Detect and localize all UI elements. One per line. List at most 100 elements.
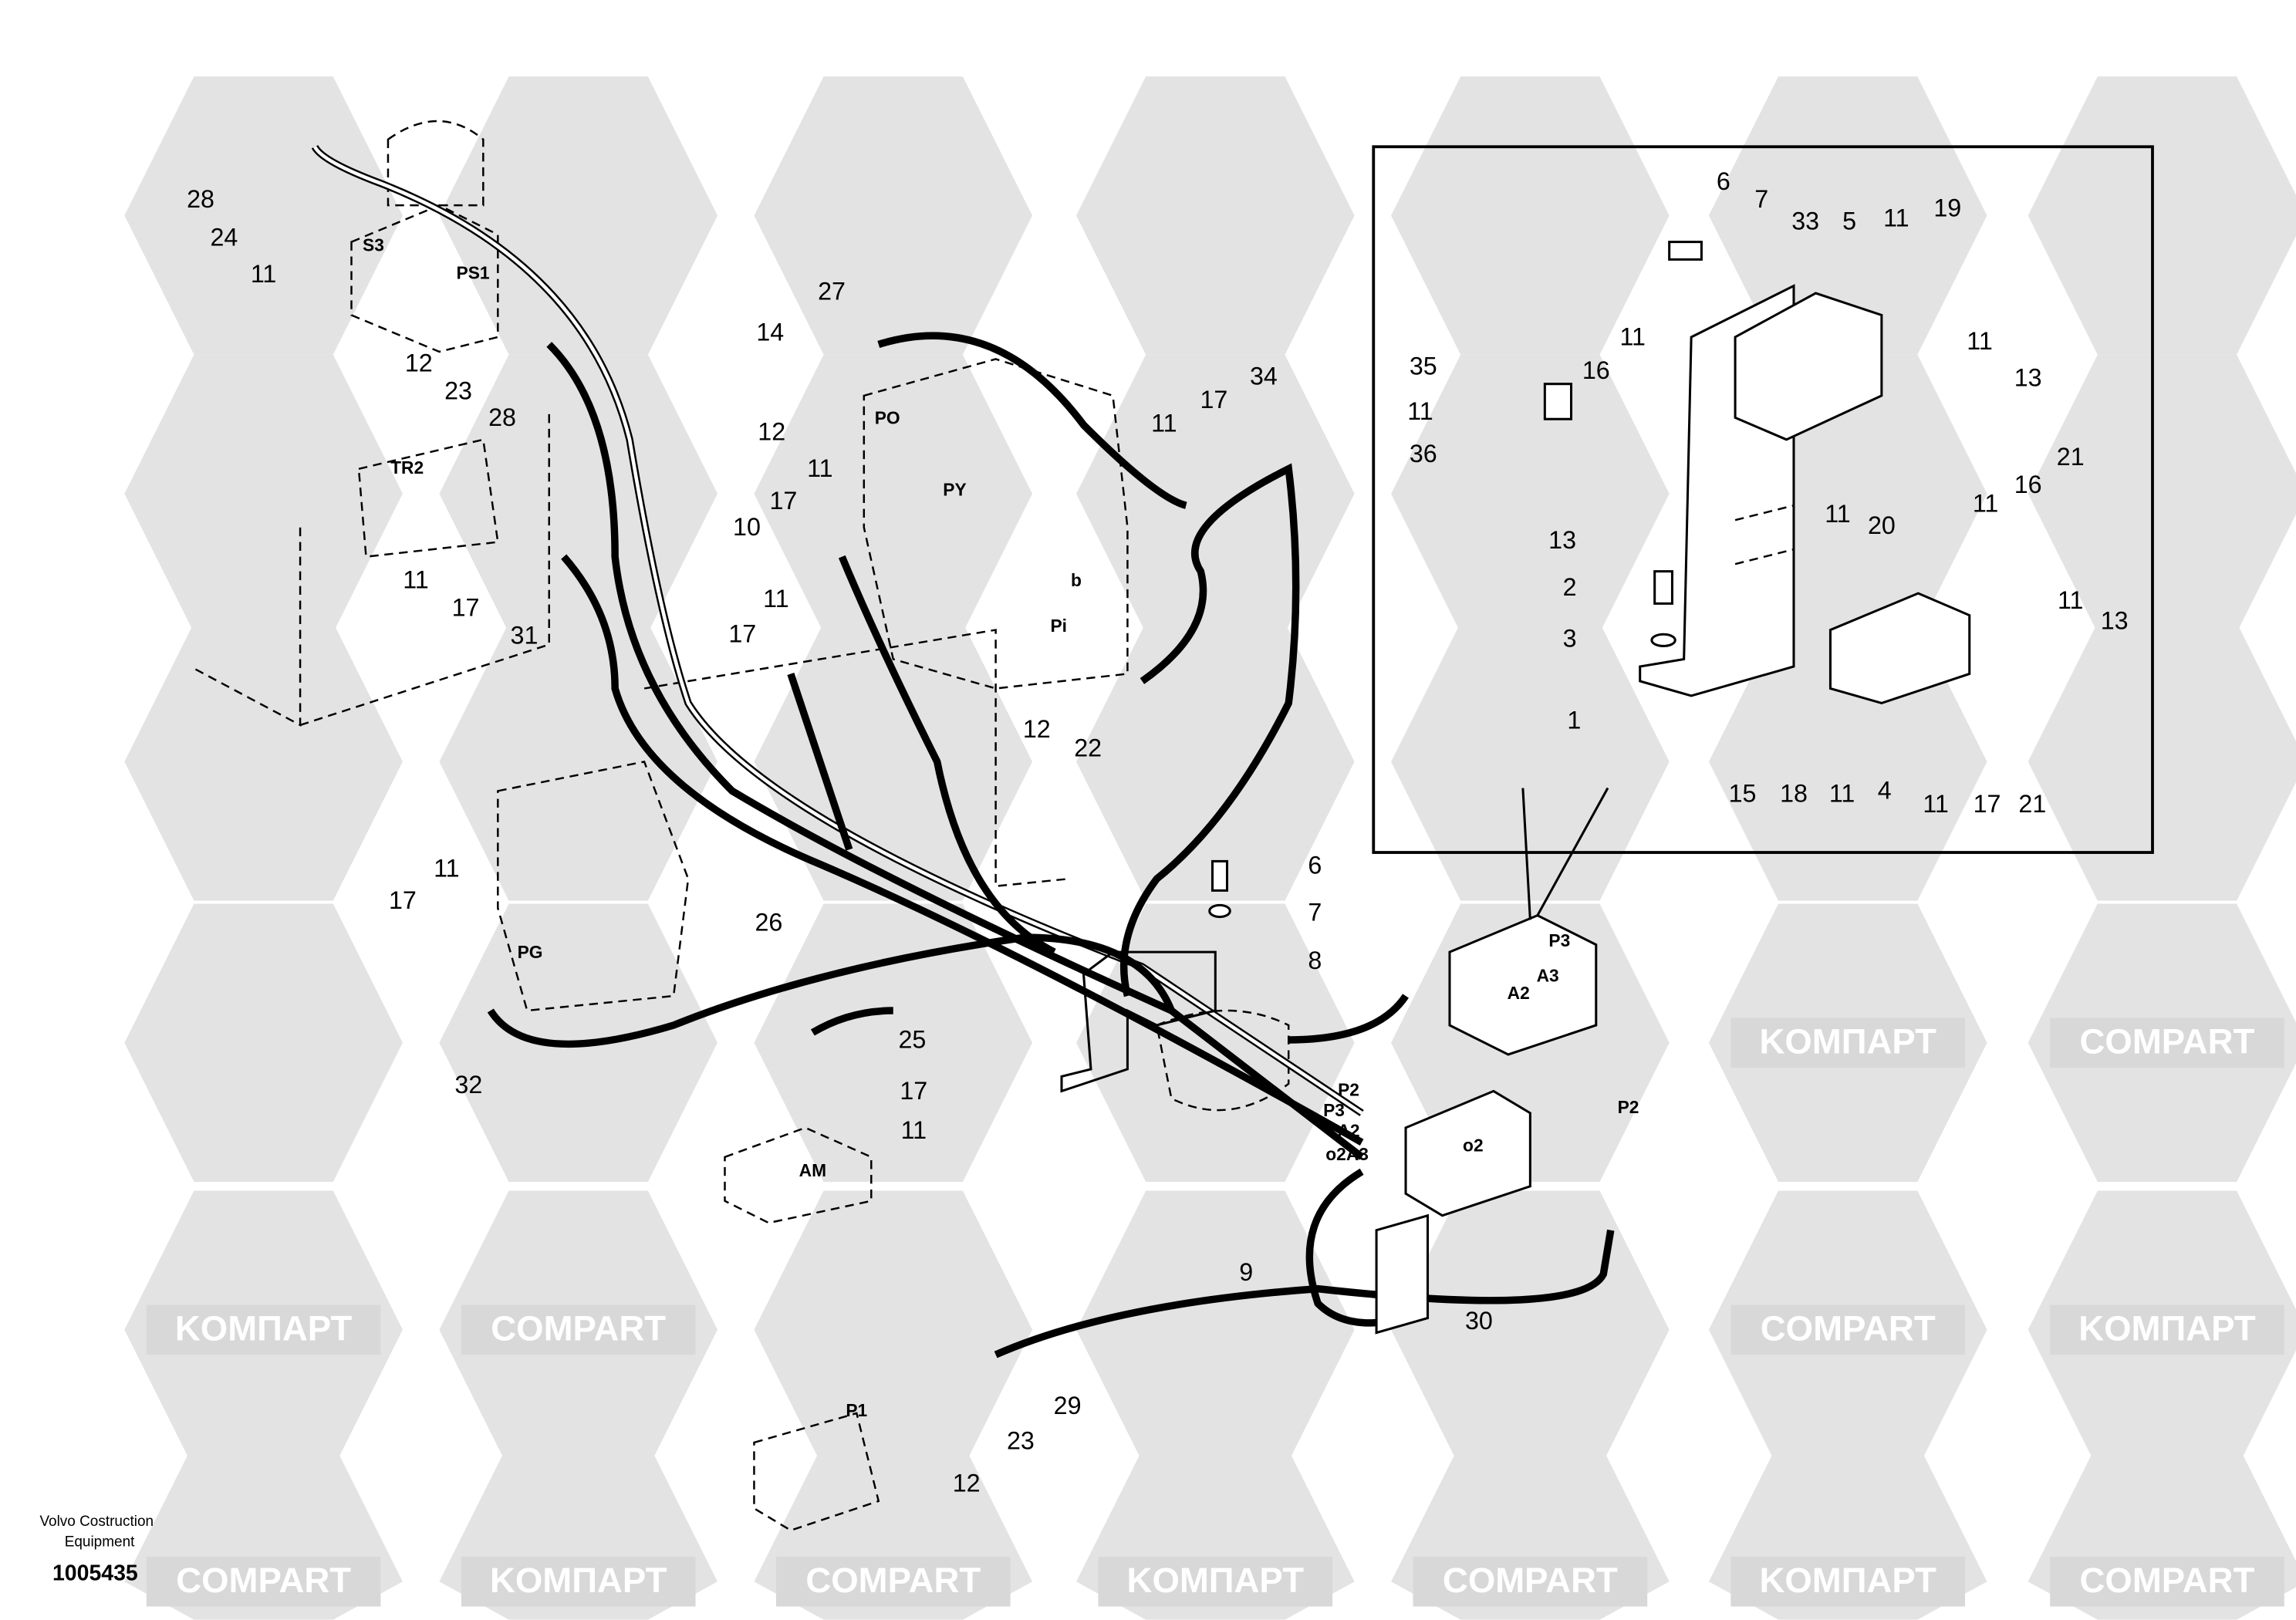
- callout-number: 17: [389, 886, 417, 914]
- port-label: P3: [1323, 1100, 1345, 1120]
- callout-number: 30: [1465, 1307, 1493, 1335]
- watermark-hexagon: [124, 903, 403, 1183]
- callout-number: 11: [434, 854, 459, 882]
- port-label: PY: [943, 479, 966, 499]
- callout-number: 17: [452, 593, 480, 621]
- watermark-text: KOMПАРТ: [1759, 1561, 1936, 1600]
- watermark-band: [1098, 1556, 1333, 1607]
- port-label: P2: [1618, 1097, 1639, 1117]
- port-label-layer: S3PS1TR2POPYPibPGAMP2P3A2o2A3P1P3A3A2P2o…: [363, 235, 1639, 1420]
- watermark-hexagon: [1076, 623, 1355, 901]
- port-label: P1: [846, 1400, 867, 1420]
- watermark-hexagon: [1076, 1190, 1355, 1470]
- company-name-line1: Volvo Costruction: [39, 1514, 154, 1530]
- port-label: A2: [1337, 1121, 1359, 1141]
- port-label: P2: [1338, 1079, 1359, 1099]
- callout-layer: 2824111223281117312714121117101117122211…: [187, 185, 1493, 1497]
- detail-inset: [1372, 145, 2154, 854]
- main-drawing: [190, 120, 1615, 1532]
- watermark-text: KOMПАРТ: [1759, 1022, 1936, 1061]
- inset-callout-number: 19: [1933, 194, 1961, 221]
- inset-callout-number: 11: [1923, 790, 1948, 818]
- port-label: P3: [1548, 930, 1570, 950]
- port-label: A3: [1537, 965, 1559, 985]
- watermark-text: COMPART: [176, 1561, 351, 1600]
- inset-callout-number: 5: [1842, 207, 1856, 235]
- watermark-text: COMPART: [1443, 1561, 1618, 1600]
- callout-number: 34: [1250, 363, 1278, 390]
- callout-number: 6: [1308, 852, 1322, 879]
- watermark-hexagon-layer: [124, 76, 2296, 1620]
- callout-number: 27: [818, 278, 846, 305]
- watermark-hexagon: [439, 623, 718, 901]
- drawing-number: 1005435: [52, 1561, 138, 1585]
- watermark-hexagon: [1391, 354, 1670, 633]
- callout-number: 17: [1200, 386, 1227, 413]
- inset-callout-number: 18: [1780, 780, 1808, 808]
- callout-number: 11: [1151, 409, 1177, 437]
- inset-callout-number: 13: [2101, 607, 2129, 635]
- callout-number: 12: [953, 1469, 981, 1497]
- inset-callout-number: 11: [1825, 500, 1850, 528]
- watermark-text: COMPART: [2080, 1022, 2255, 1061]
- watermark-text: COMPART: [805, 1561, 981, 1600]
- inset-callout-number: 36: [1410, 440, 1437, 467]
- callout-number: 14: [756, 319, 784, 346]
- watermark-hexagon: [124, 76, 403, 355]
- callout-number: 22: [1074, 734, 1102, 762]
- callout-number: 17: [900, 1077, 927, 1105]
- port-label: S3: [363, 235, 384, 255]
- inset-callout-number: 21: [2018, 790, 2046, 818]
- callout-number: 23: [1007, 1426, 1035, 1454]
- inset-callout-number: 15: [1729, 780, 1757, 808]
- watermark-band: [2050, 1018, 2284, 1068]
- inset-callout-number: 4: [1878, 777, 1892, 805]
- watermark-hexagon: [2028, 76, 2296, 355]
- watermark-text: KOMПАРТ: [175, 1309, 353, 1348]
- callout-number: 11: [251, 260, 276, 288]
- port-label: o2: [1463, 1136, 1484, 1156]
- inset-callout-number: 11: [1829, 780, 1855, 808]
- port-label: PO: [875, 407, 900, 427]
- watermark-hexagon: [754, 623, 1033, 901]
- watermark-text: KOMПАРТ: [2078, 1309, 2256, 1348]
- watermark-hexagon: [124, 623, 403, 901]
- port-label: TR2: [390, 457, 424, 478]
- callout-number: 31: [511, 622, 539, 650]
- watermark-text: COMPART: [2080, 1561, 2255, 1600]
- watermark-hexagon: [754, 1190, 1033, 1470]
- inset-callout-number: 11: [1407, 397, 1433, 425]
- company-name-line2: Equipment: [65, 1534, 135, 1551]
- inset-callout-number: 17: [1974, 790, 2001, 818]
- inset-callout-number: 7: [1754, 185, 1768, 213]
- callout-number: 23: [444, 377, 472, 405]
- watermark-hexagon: [1076, 76, 1355, 355]
- watermark-band: [461, 1304, 696, 1355]
- port-label: PS1: [457, 262, 490, 282]
- watermark-band: [1730, 1304, 1966, 1355]
- inset-callout-number: 11: [2058, 586, 2083, 614]
- inset-callout-number: 21: [2057, 443, 2085, 471]
- callout-number: 12: [1023, 715, 1051, 743]
- watermark-band: [2050, 1556, 2284, 1607]
- port-label: Pi: [1050, 616, 1067, 636]
- inset-callout-number: 11: [1973, 490, 1998, 518]
- inset-callout-number: 16: [1582, 356, 1610, 384]
- watermark-text: KOMПАРТ: [490, 1561, 667, 1600]
- watermark-text: COMPART: [491, 1309, 666, 1348]
- callout-number: 28: [488, 403, 516, 431]
- watermark-hexagon: [1391, 1190, 1670, 1470]
- callout-number: 12: [405, 349, 433, 377]
- callout-number: 11: [403, 565, 428, 593]
- inset-callout-number: 16: [2014, 471, 2042, 498]
- watermark-hexagon: [2028, 623, 2296, 901]
- port-label: PG: [518, 942, 543, 962]
- inset-callout-number: 11: [1967, 327, 1992, 355]
- inset-callout-number: 13: [2014, 364, 2042, 392]
- watermark-hexagon: [754, 354, 1033, 633]
- port-label: AM: [799, 1160, 826, 1180]
- watermark-band: [146, 1556, 381, 1607]
- watermark-hexagon: [1391, 76, 1670, 355]
- title-block: Volvo Costruction Equipment 1005435: [39, 1514, 154, 1585]
- callout-number: 25: [898, 1025, 926, 1053]
